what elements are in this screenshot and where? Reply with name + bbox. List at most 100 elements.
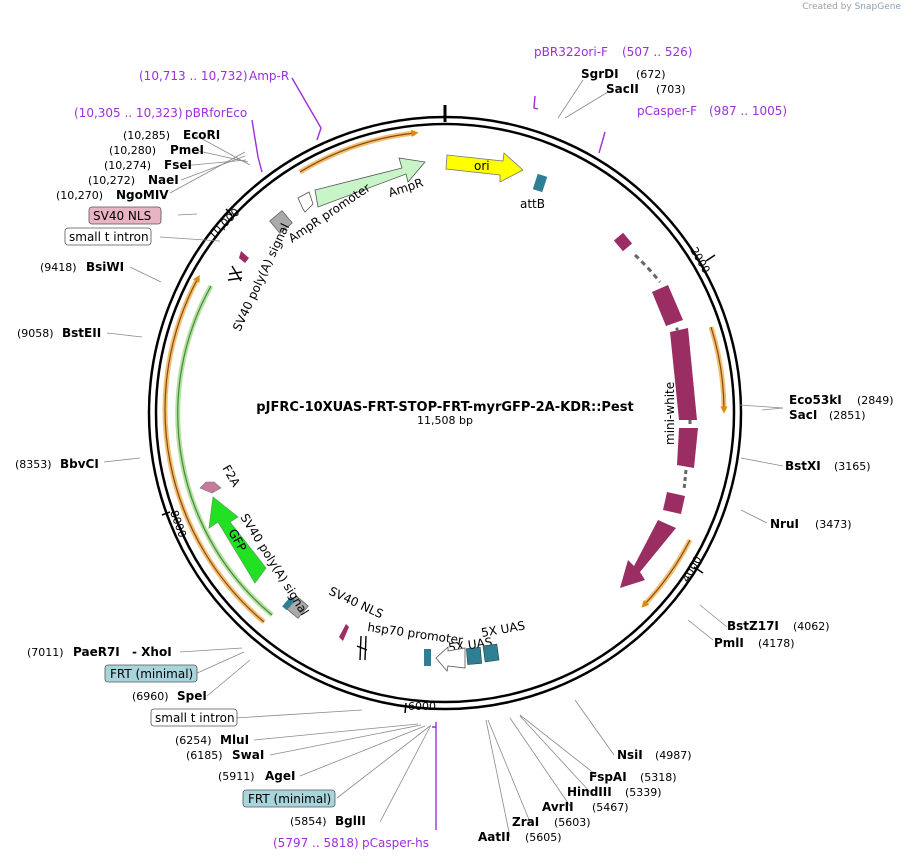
svg-text:BsiWI: BsiWI [86, 260, 124, 274]
primer-pcasper-hs[interactable]: (5797 .. 5818) pCasper-hs [273, 836, 429, 850]
svg-text:SpeI: SpeI [177, 689, 207, 703]
enzyme-ngomiv[interactable]: (10,270) NgoMIV [56, 188, 169, 202]
svg-text:HindIII: HindIII [567, 785, 612, 799]
feature-intron-bottom[interactable] [356, 635, 368, 661]
boxed-labels: SV40 NLS small t intron FRT (minimal) sm… [64, 206, 336, 808]
backbone [147, 105, 743, 711]
enzyme-mlui[interactable]: (6254) MluI [175, 733, 249, 747]
enzyme-bbvci[interactable]: (8353) BbvCI [15, 457, 99, 471]
svg-text:SwaI: SwaI [232, 748, 264, 762]
feature-sv40-nls-top[interactable] [239, 251, 249, 263]
svg-text:BbvCI: BbvCI [60, 457, 99, 471]
enzyme-fsei[interactable]: (10,274) FseI [104, 158, 192, 172]
svg-text:(4178): (4178) [758, 637, 795, 650]
svg-text:(703): (703) [656, 83, 686, 96]
svg-text:Amp-R: Amp-R [249, 69, 289, 83]
enzyme-nrui[interactable]: NruI (3473) [770, 517, 852, 531]
label-small-t-intron-top[interactable]: small t intron [64, 227, 152, 246]
enzyme-bsiwi[interactable]: (9418) BsiWI [40, 260, 124, 274]
primer-pcasper-f[interactable]: pCasper-F (987 .. 1005) [637, 104, 787, 118]
feature-ori[interactable]: ori [445, 152, 524, 183]
svg-text:NaeI: NaeI [148, 173, 179, 187]
plasmid-size: 11,508 bp [417, 414, 473, 427]
svg-text:BstXI: BstXI [785, 459, 821, 473]
svg-text:(10,285): (10,285) [123, 129, 170, 142]
svg-text:BstZ17I: BstZ17I [727, 619, 779, 633]
svg-text:(672): (672) [636, 68, 666, 81]
primer-marks [251, 77, 606, 830]
svg-text:(5467): (5467) [592, 801, 629, 814]
svg-text:MluI: MluI [220, 733, 249, 747]
svg-text:PmlI: PmlI [714, 636, 744, 650]
enzyme-aatii[interactable]: AatII (5605) [478, 830, 562, 844]
svg-text:(5603): (5603) [554, 816, 591, 829]
enzyme-avrii[interactable]: AvrII (5467) [542, 800, 629, 814]
feature-hsp70-promoter[interactable]: hsp70 promoter [367, 620, 466, 672]
svg-text:(10,270): (10,270) [56, 189, 103, 202]
enzyme-nsii[interactable]: NsiI (4987) [617, 748, 692, 762]
primer-pbrforeco[interactable]: (10,305 .. 10,323) pBRforEco [74, 106, 247, 120]
enzyme-hindiii[interactable]: HindIII (5339) [567, 785, 662, 799]
attb-label: attB [520, 197, 545, 211]
enzyme-swai[interactable]: (6185) SwaI [186, 748, 264, 762]
svg-text:FspAI: FspAI [589, 770, 627, 784]
svg-text:SacI: SacI [789, 408, 817, 422]
feature-mini-white[interactable]: mini-white [613, 232, 698, 588]
enzyme-pmli[interactable]: PmlI (4178) [714, 636, 795, 650]
feature-attb[interactable]: attB [520, 173, 548, 211]
primer-amp-r[interactable]: (10,713 .. 10,732) Amp-R [139, 69, 289, 83]
enzyme-agei[interactable]: (5911) AgeI [218, 769, 295, 783]
enzyme-xhoi[interactable]: - XhoI [132, 645, 172, 659]
enzyme-bstz17i[interactable]: BstZ17I (4062) [727, 619, 830, 633]
orf-arcs [162, 129, 728, 624]
label-frt-minimal-bottom[interactable]: FRT (minimal) [242, 789, 336, 808]
enzyme-bsteii[interactable]: (9058) BstEII [17, 326, 101, 340]
svg-text:SV40 NLS: SV40 NLS [93, 209, 151, 223]
svg-text:(5605): (5605) [525, 831, 562, 844]
enzyme-fspai[interactable]: FspAI (5318) [589, 770, 677, 784]
svg-text:(10,274): (10,274) [104, 159, 151, 172]
svg-text:(5318): (5318) [640, 771, 677, 784]
svg-text:FseI: FseI [164, 158, 192, 172]
svg-text:ZraI: ZraI [512, 815, 539, 829]
svg-text:pBR322ori-F: pBR322ori-F [534, 45, 608, 59]
enzyme-paer7i[interactable]: (7011) PaeR7I [27, 645, 120, 659]
feature-f2a[interactable]: F2A [199, 463, 243, 494]
svg-text:(5797 .. 5818): (5797 .. 5818) [273, 836, 359, 850]
sv40-nls-bottom-label: SV40 NLS [327, 584, 386, 621]
label-sv40-nls-box[interactable]: SV40 NLS [88, 206, 162, 225]
feature-ampr[interactable]: AmpR [314, 157, 426, 208]
enzyme-zrai[interactable]: ZraI (5603) [512, 815, 591, 829]
svg-text:AgeI: AgeI [265, 769, 295, 783]
tick-4000: 4000 [679, 554, 704, 585]
enzyme-eco53ki[interactable]: Eco53kI (2849) [789, 393, 894, 407]
primer-pbr322ori-f[interactable]: pBR322ori-F (507 .. 526) [534, 45, 692, 59]
enzyme-ecori[interactable]: (10,285) EcoRI [123, 128, 220, 142]
orf-right-upper [708, 326, 727, 411]
svg-text:pCasper-F: pCasper-F [637, 104, 697, 118]
svg-text:(3473): (3473) [815, 518, 852, 531]
enzyme-bglii[interactable]: (5854) BglII [290, 814, 366, 828]
enzyme-saci[interactable]: SacI (2851) [789, 408, 866, 422]
enzyme-spei[interactable]: (6960) SpeI [132, 689, 207, 703]
enzyme-naei[interactable]: (10,272) NaeI [88, 173, 179, 187]
tick-10000: 10,000 [206, 206, 242, 242]
svg-text:(507 .. 526): (507 .. 526) [622, 45, 692, 59]
label-frt-minimal-top[interactable]: FRT (minimal) [104, 664, 198, 683]
svg-text:(6960): (6960) [132, 690, 169, 703]
snapgene-credit: Created by SnapGene [802, 2, 901, 12]
svg-text:pCasper-hs: pCasper-hs [362, 836, 429, 850]
svg-text:(10,272): (10,272) [88, 174, 135, 187]
enzyme-sacii[interactable]: SacII (703) [606, 82, 686, 96]
svg-text:(10,280): (10,280) [109, 144, 156, 157]
feature-intron-top[interactable] [227, 265, 243, 282]
enzyme-pmei[interactable]: (10,280) PmeI [109, 143, 204, 157]
label-small-t-intron-bottom[interactable]: small t intron [150, 708, 238, 727]
svg-text:(5854): (5854) [290, 815, 327, 828]
ori-label: ori [474, 159, 490, 173]
enzyme-bstxi[interactable]: BstXI (3165) [785, 459, 871, 473]
svg-text:Eco53kI: Eco53kI [789, 393, 842, 407]
svg-text:(9058): (9058) [17, 327, 54, 340]
enzyme-sgrdi[interactable]: SgrDI (672) [581, 67, 666, 81]
